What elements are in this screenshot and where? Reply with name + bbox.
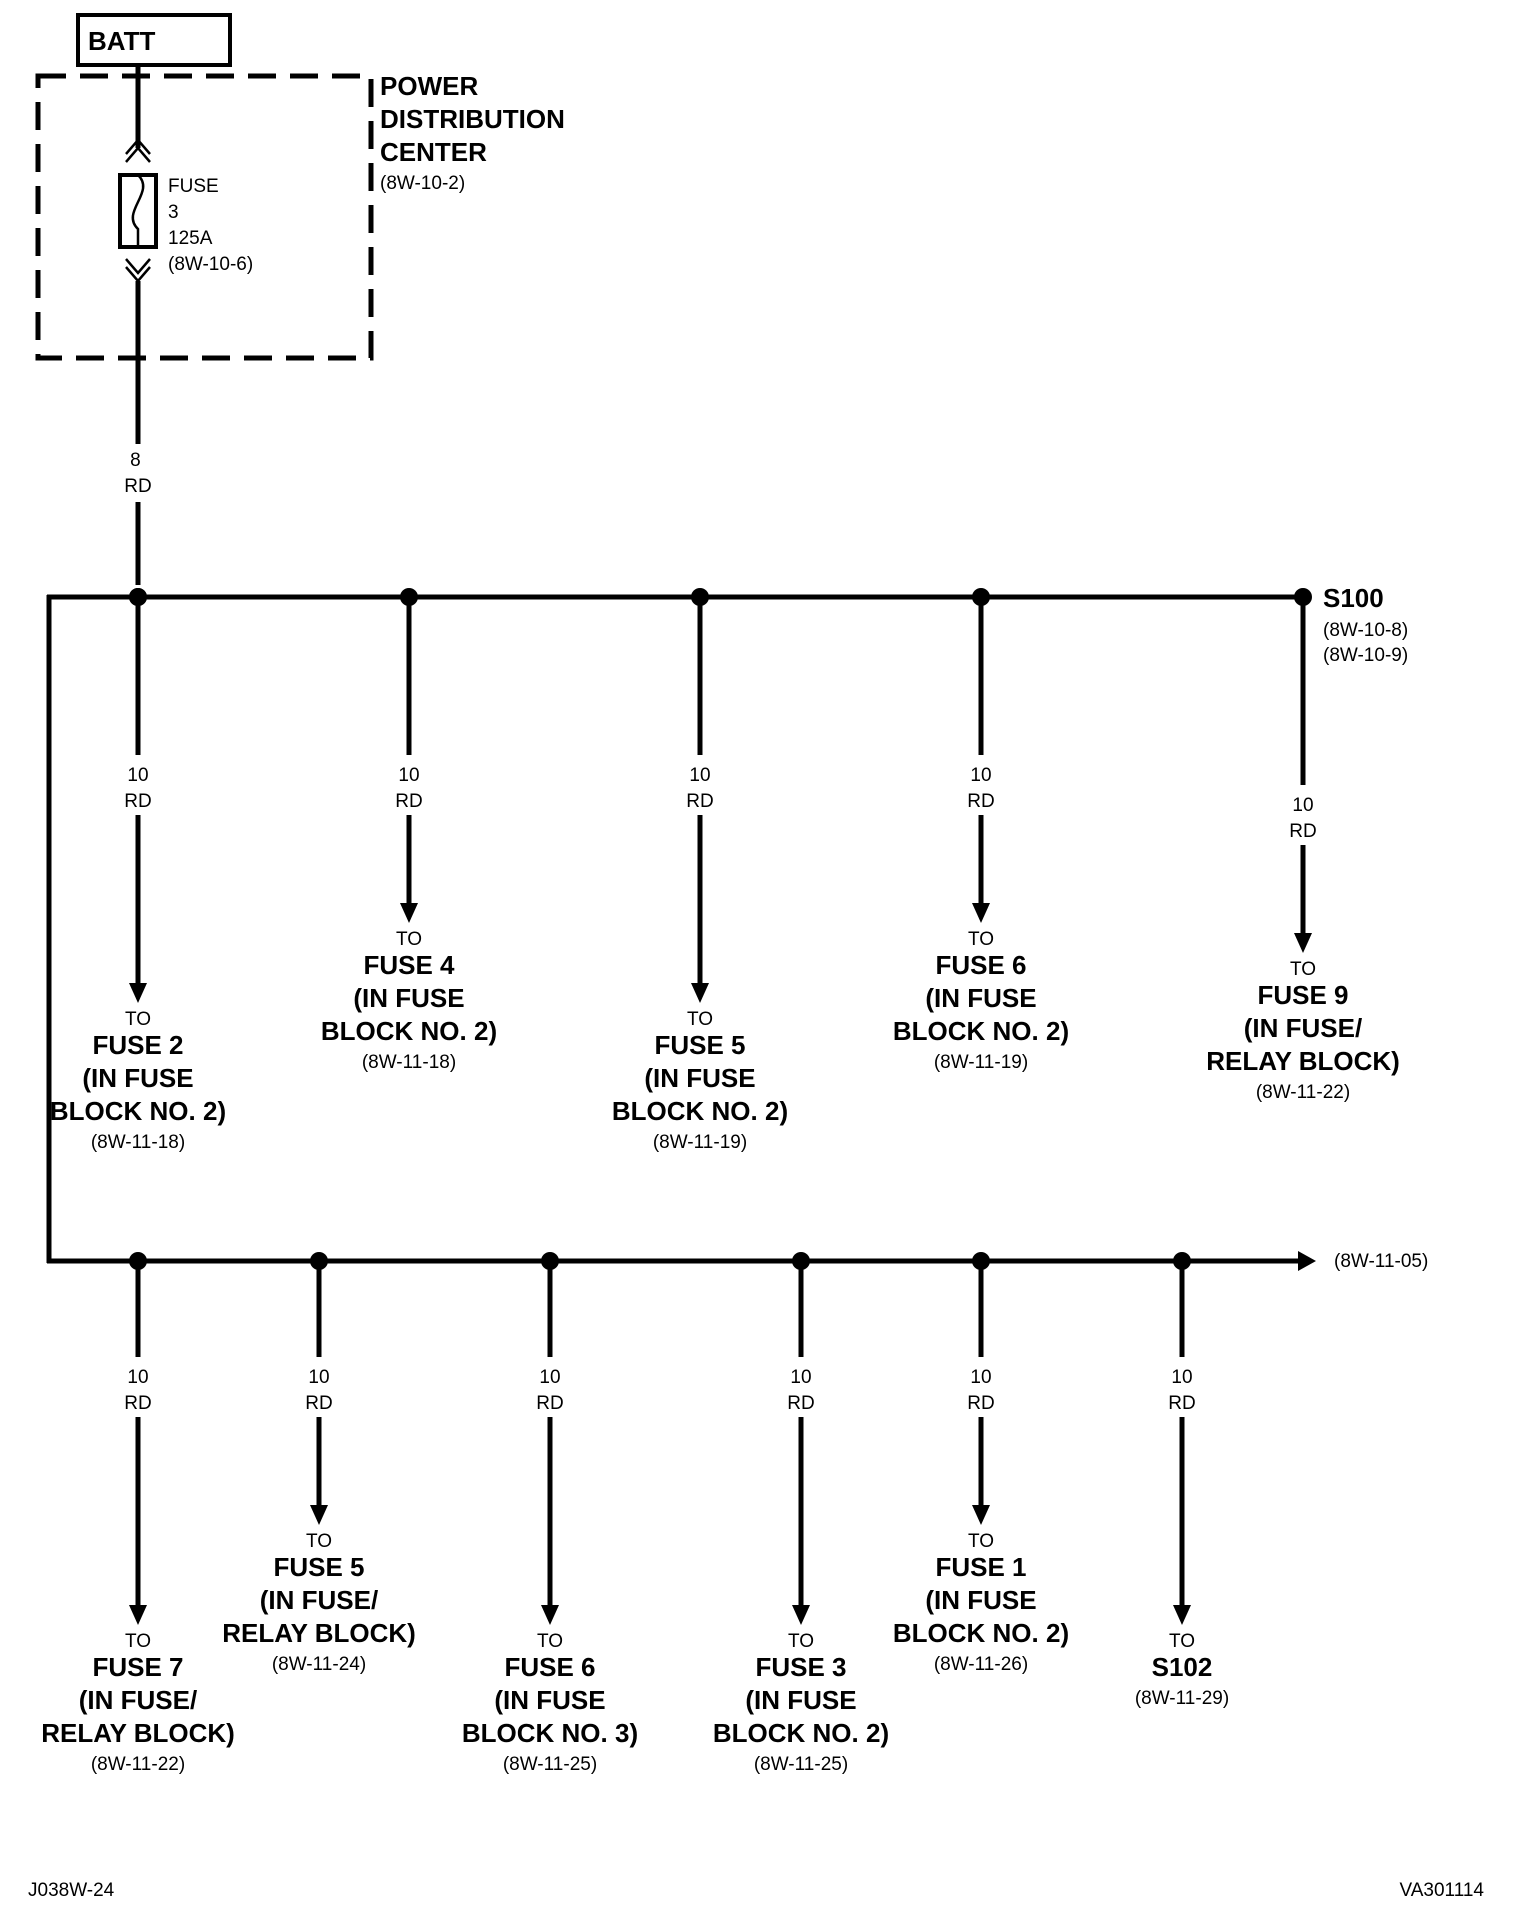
pdc-ref: (8W-10-2) bbox=[380, 173, 465, 194]
to-label: TO bbox=[1290, 959, 1316, 980]
to-label: TO bbox=[687, 1009, 713, 1030]
batt-box bbox=[76, 13, 232, 67]
splice-dot bbox=[400, 588, 418, 606]
s100-label: S100 bbox=[1323, 583, 1384, 613]
splice-dot bbox=[1173, 1252, 1191, 1270]
arrow-head bbox=[541, 1605, 559, 1625]
destination-ref: (8W-11-25) bbox=[754, 1754, 848, 1775]
destination-ref: (8W-11-19) bbox=[934, 1052, 1028, 1073]
to-label: TO bbox=[306, 1531, 332, 1552]
splice-dot bbox=[310, 1252, 328, 1270]
pdc-title: POWER DISTRIBUTION CENTER bbox=[380, 71, 572, 167]
s100-refs: (8W-10-8) (8W-10-9) bbox=[1323, 620, 1413, 666]
arrow-head bbox=[1294, 933, 1312, 953]
destination-ref: (8W-11-26) bbox=[934, 1654, 1028, 1675]
feed-splice-dot bbox=[129, 588, 147, 606]
splice-dot bbox=[792, 1252, 810, 1270]
arrow-head bbox=[129, 983, 147, 1003]
destination-ref: (8W-11-24) bbox=[272, 1654, 366, 1675]
arrow-head bbox=[972, 1505, 990, 1525]
destination-ref: (8W-11-18) bbox=[91, 1132, 185, 1153]
destination-name: FUSE 7(IN FUSE/RELAY BLOCK) bbox=[41, 1652, 235, 1748]
splice-dot bbox=[691, 588, 709, 606]
destination-ref: (8W-11-25) bbox=[503, 1754, 597, 1775]
splice-dot bbox=[1294, 588, 1312, 606]
splice-dot bbox=[972, 1252, 990, 1270]
footer-left-code: J038W-24 bbox=[28, 1880, 115, 1901]
footer-right-code: VA301114 bbox=[1399, 1880, 1484, 1901]
continuation-ref: (8W-11-05) bbox=[1334, 1251, 1428, 1272]
arrow-head bbox=[310, 1505, 328, 1525]
arrow-head bbox=[972, 903, 990, 923]
destination-ref: (8W-11-19) bbox=[653, 1132, 747, 1153]
pdc-outline bbox=[35, 73, 374, 361]
destination-ref: (8W-11-22) bbox=[91, 1754, 185, 1775]
to-label: TO bbox=[968, 929, 994, 950]
to-label: TO bbox=[396, 929, 422, 950]
fuse-label: FUSE 3 125A (8W-10-6) bbox=[168, 176, 253, 275]
batt-label: BATT bbox=[88, 26, 156, 56]
splice-dot bbox=[129, 1252, 147, 1270]
to-label: TO bbox=[125, 1631, 151, 1652]
arrow-head bbox=[400, 903, 418, 923]
to-label: TO bbox=[1169, 1631, 1195, 1652]
arrow-head bbox=[1173, 1605, 1191, 1625]
feed-wire-label: 8 RD bbox=[124, 450, 151, 497]
to-label: TO bbox=[788, 1631, 814, 1652]
destination-name: FUSE 5(IN FUSE/RELAY BLOCK) bbox=[222, 1552, 416, 1648]
continuation-arrow bbox=[1298, 1251, 1316, 1271]
destination-ref: (8W-11-29) bbox=[1135, 1688, 1229, 1709]
splice-dot bbox=[541, 1252, 559, 1270]
to-label: TO bbox=[968, 1531, 994, 1552]
destination-name: S102 bbox=[1152, 1652, 1213, 1682]
to-label: TO bbox=[537, 1631, 563, 1652]
arrow-head bbox=[691, 983, 709, 1003]
arrow-head bbox=[792, 1605, 810, 1625]
arrow-head bbox=[129, 1605, 147, 1625]
to-label: TO bbox=[125, 1009, 151, 1030]
destination-name: FUSE 9(IN FUSE/RELAY BLOCK) bbox=[1206, 980, 1400, 1076]
splice-dot bbox=[972, 588, 990, 606]
destination-ref: (8W-11-18) bbox=[362, 1052, 456, 1073]
destination-ref: (8W-11-22) bbox=[1256, 1082, 1350, 1103]
